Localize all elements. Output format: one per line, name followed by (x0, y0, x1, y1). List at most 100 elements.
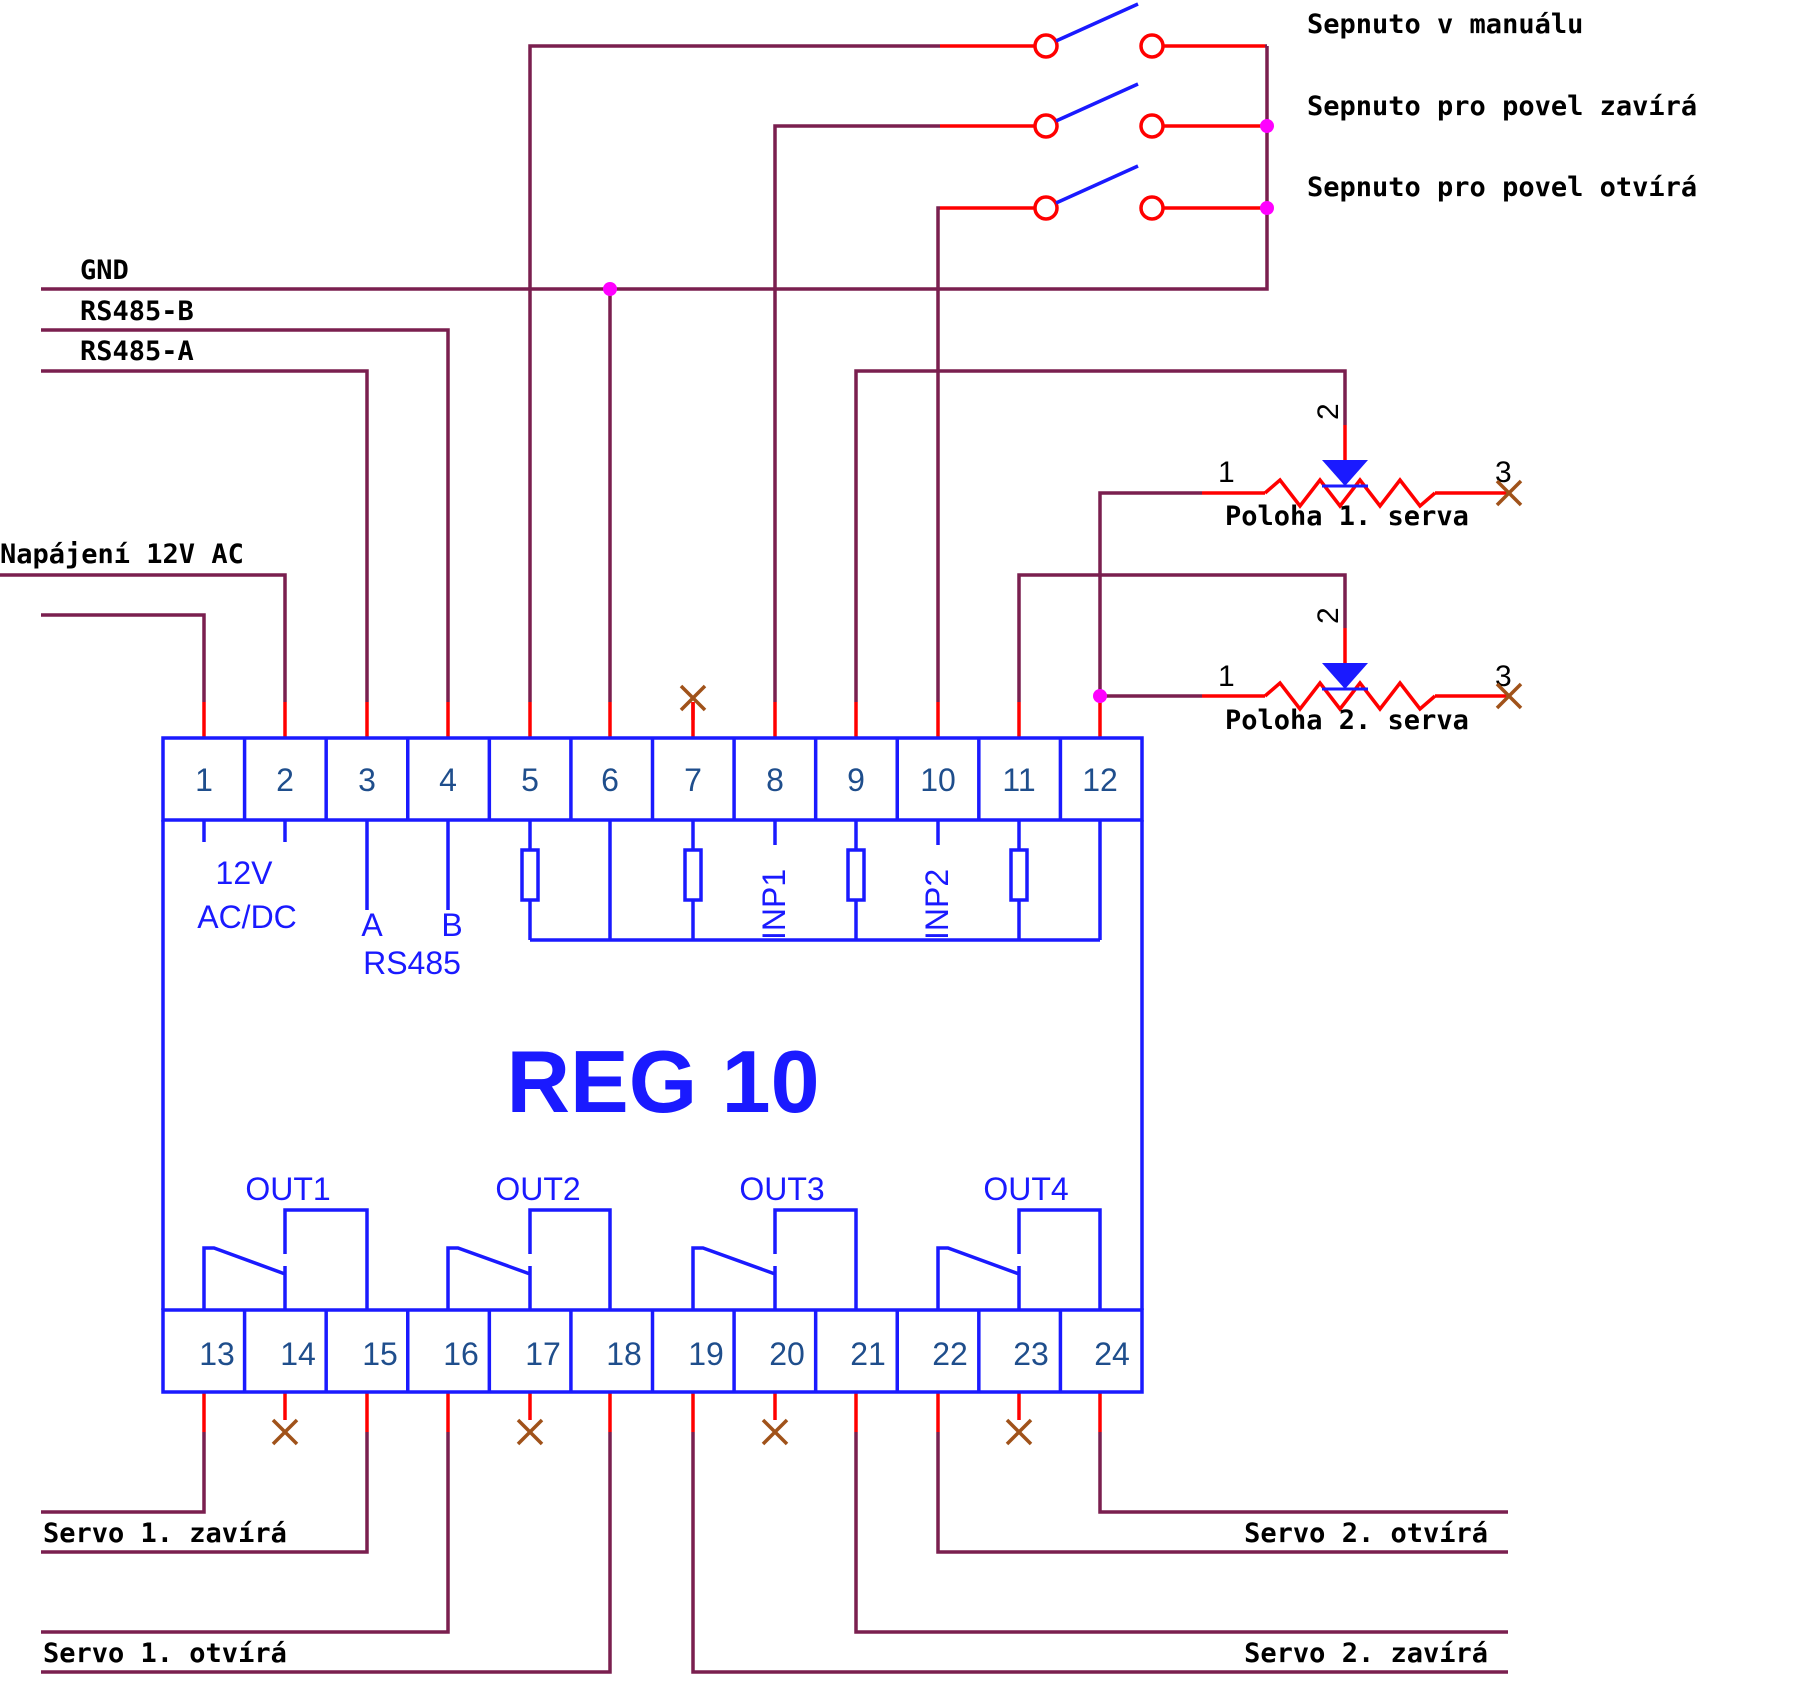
wires (0, 44, 1508, 1674)
pot1-wiper-arrow (1322, 460, 1368, 486)
servo2-close-label: Servo 2. zavírá (1244, 1638, 1488, 1669)
pin-number: 22 (932, 1336, 968, 1372)
pin-number: 11 (1002, 762, 1035, 798)
servo1-close-wire-b (41, 1432, 369, 1554)
servo2-open-wire (1098, 1432, 1508, 1514)
servo2-open-wire-b (936, 1432, 1508, 1554)
out1-label: OUT1 (245, 1171, 330, 1207)
servo1-close-label: Servo 1. zavírá (43, 1518, 287, 1549)
relay-out2: OUT2 (446, 1171, 612, 1310)
pin-number: 6 (601, 762, 619, 798)
switch-open: Sepnuto pro povel otvírá (940, 164, 1697, 221)
switch-close-label: Sepnuto pro povel zavírá (1307, 91, 1697, 122)
rs485-b-label: RS485-B (80, 296, 194, 327)
pin-number: 24 (1094, 1336, 1130, 1372)
servo1-open-wire-b (41, 1432, 612, 1674)
pot1-pin3: 3 (1495, 456, 1512, 489)
pot1-no-connect (1495, 479, 1523, 507)
rs485-a-wire (41, 369, 369, 702)
no-connect-marks (271, 684, 1033, 1446)
pot2-no-connect (1495, 682, 1523, 710)
power-pin-label: 12V (216, 855, 274, 891)
no-connect-pin17 (516, 1418, 544, 1446)
switch1-wire (528, 44, 940, 702)
device-title: REG 10 (506, 1032, 819, 1131)
switch-open-label: Sepnuto pro povel otvírá (1307, 172, 1697, 203)
junction-dot (1260, 201, 1274, 215)
out2-label: OUT2 (495, 1171, 580, 1207)
power-wire-2 (0, 573, 287, 702)
pin-number: 1 (195, 762, 213, 798)
potentiometer-1: 1 2 3 Poloha 1. serva (1202, 403, 1523, 532)
gnd-label: GND (80, 255, 129, 286)
bottom-pin-numbers: 13 14 15 16 17 18 19 20 21 22 23 24 (199, 1336, 1130, 1372)
junction-dot (1093, 689, 1107, 703)
pot2-pin2: 2 (1312, 607, 1345, 624)
pin-number: 23 (1013, 1336, 1049, 1372)
switch-manual-label: Sepnuto v manuálu (1307, 9, 1583, 40)
no-connect-pin20 (761, 1418, 789, 1446)
pot2-wiper-arrow (1322, 663, 1368, 689)
pot2-label: Poloha 2. serva (1225, 705, 1469, 736)
no-connect-pin14 (271, 1418, 299, 1446)
out3-label: OUT3 (739, 1171, 824, 1207)
junctions (603, 119, 1274, 703)
pot2-wiper-wire (1017, 573, 1347, 702)
pin-number: 21 (850, 1336, 886, 1372)
internal-inputs (202, 820, 1102, 942)
inp1-label: INP1 (756, 869, 792, 940)
no-connect-pin7 (679, 684, 707, 712)
servo2-close-wire-b (691, 1432, 1508, 1674)
power-label: Napájení 12V AC (0, 539, 244, 570)
pin-number: 20 (769, 1336, 805, 1372)
pin-number: 4 (439, 762, 457, 798)
pin-number: 3 (358, 762, 376, 798)
switch2-wire (773, 124, 940, 702)
pot1-end-wire (1098, 491, 1202, 702)
servo1-close-wire (41, 1432, 206, 1514)
relay-out3: OUT3 (691, 1171, 858, 1310)
junction-dot (603, 282, 617, 296)
servo-labels: Servo 1. zavírá Servo 1. otvírá Servo 2.… (43, 1518, 1488, 1669)
pot1-pin2: 2 (1312, 403, 1345, 420)
pin-number: 10 (920, 762, 956, 798)
pot1-pin1: 1 (1218, 456, 1235, 489)
pin-number: 9 (847, 762, 865, 798)
potentiometer-2: 1 2 3 Poloha 2. serva (1202, 607, 1523, 736)
no-connect-pin23 (1005, 1418, 1033, 1446)
reg10-device: 1 2 3 4 5 6 7 8 9 10 11 12 13 14 15 16 1… (161, 736, 1144, 1394)
pin-leads (202, 702, 1102, 1432)
pin-number: 2 (276, 762, 294, 798)
inp2-label: INP2 (919, 869, 955, 940)
out4-label: OUT4 (983, 1171, 1068, 1207)
power-type-label: AC/DC (197, 899, 297, 935)
gnd-wire (41, 46, 1269, 291)
rs485-label: RS485 (363, 945, 461, 981)
top-pin-numbers: 1 2 3 4 5 6 7 8 9 10 11 12 (195, 762, 1118, 798)
net-labels: GND RS485-B RS485-A Napájení 12V AC (0, 255, 244, 570)
pin-number: 13 (199, 1336, 235, 1372)
rs485-b-wire (41, 328, 450, 702)
pin-number: 8 (766, 762, 784, 798)
switches: Sepnuto v manuálu Sepnuto pro povel zaví… (940, 2, 1697, 221)
relay-out1: OUT1 (202, 1171, 369, 1310)
switch-manual: Sepnuto v manuálu (940, 2, 1583, 59)
pin-number: 16 (443, 1336, 479, 1372)
rs485-b-pin-label: B (441, 907, 462, 943)
rs485-a-pin-label: A (361, 907, 383, 943)
pin-number: 5 (521, 762, 539, 798)
rs485-a-label: RS485-A (80, 336, 194, 367)
switch3-wire (936, 206, 940, 702)
junction-dot (1260, 119, 1274, 133)
pot1-label: Poloha 1. serva (1225, 501, 1469, 532)
servo1-open-wire (41, 1432, 450, 1634)
relay-out4: OUT4 (936, 1171, 1102, 1310)
switch-close: Sepnuto pro povel zavírá (940, 82, 1697, 139)
pin-number: 15 (362, 1336, 398, 1372)
pin-number: 17 (525, 1336, 561, 1372)
pin-number: 14 (280, 1336, 316, 1372)
pin-number: 7 (684, 762, 702, 798)
pot2-pin1: 1 (1218, 660, 1235, 693)
servo2-close-wire (854, 1432, 1508, 1634)
